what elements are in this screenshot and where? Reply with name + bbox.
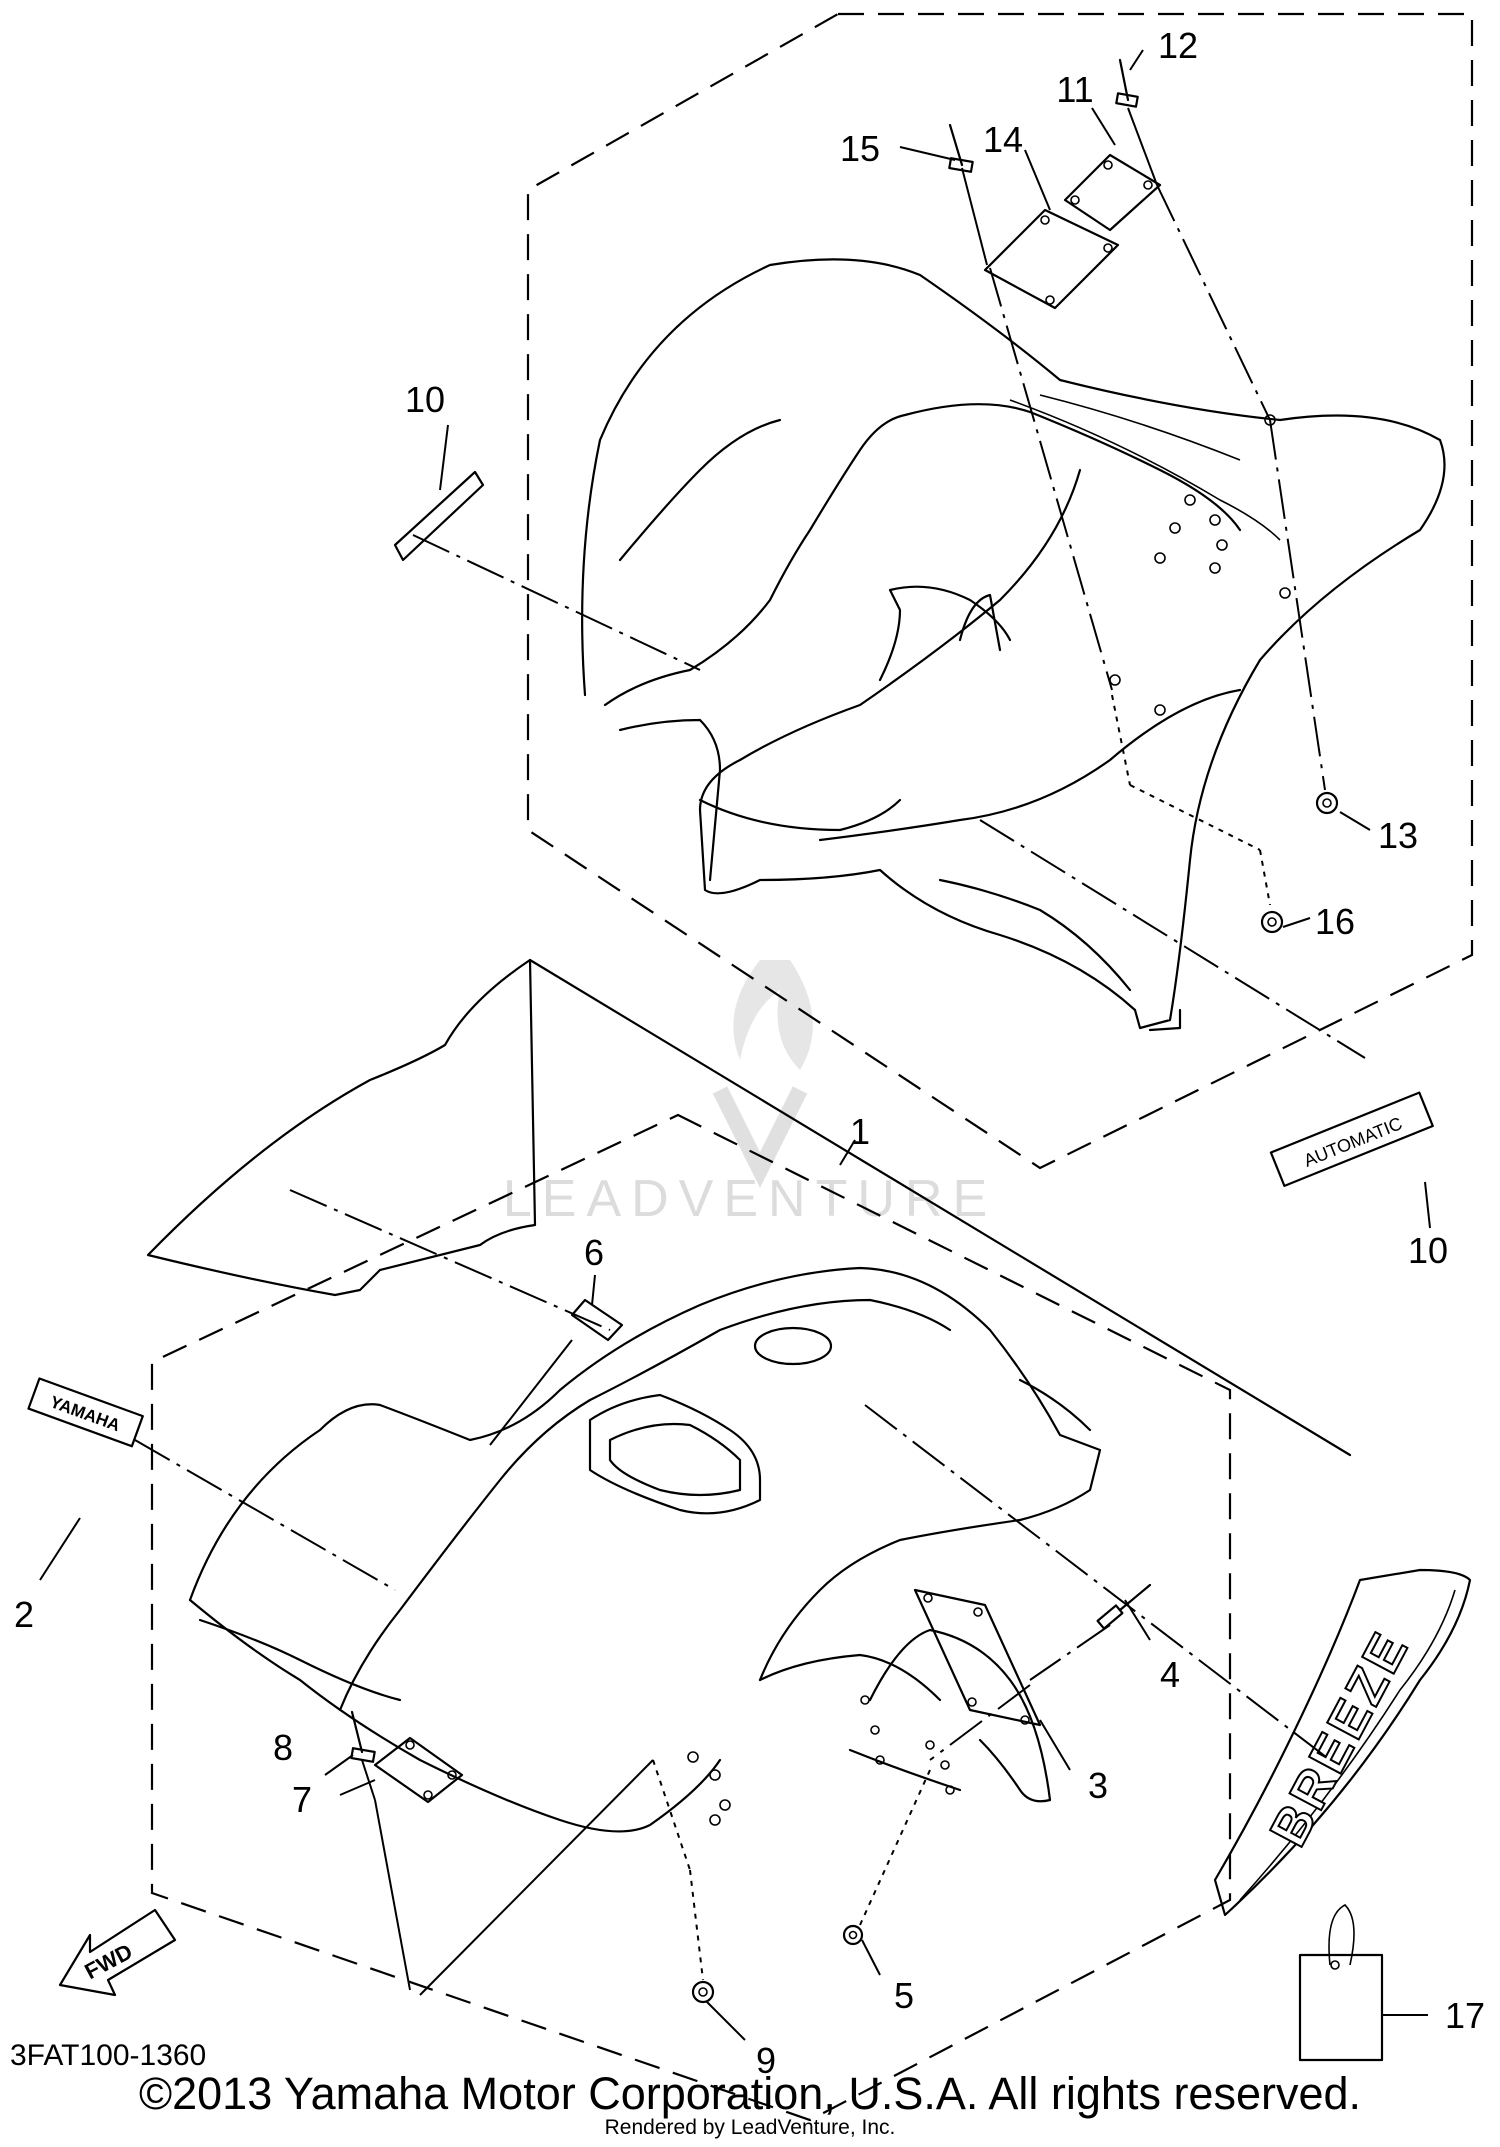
rear-fender-base: [581, 258, 1446, 1032]
seat-panel-1: [146, 958, 1352, 1457]
callout-8[interactable]: 8: [273, 1727, 293, 1768]
plate-11: [1063, 153, 1162, 232]
washer-13: [1315, 791, 1339, 815]
automatic-decal: AUTOMATIC: [1269, 1091, 1434, 1188]
watermark: LEADVENTURE: [503, 960, 997, 1228]
callout-9[interactable]: 9: [756, 2040, 776, 2081]
decal-6: [570, 1298, 624, 1342]
fender-holes-lower: [687, 1695, 955, 1826]
fwd-arrow-text: FWD: [80, 1939, 136, 1985]
plate-3: [913, 1588, 1042, 1727]
upper-assembly-boundary: [526, 12, 1474, 1170]
automatic-decal-text: AUTOMATIC: [1301, 1113, 1405, 1171]
bolt-12: [1115, 58, 1139, 108]
yamaha-decal: YAMAHA: [27, 1377, 144, 1448]
callout-leaders: [39, 49, 1431, 2041]
tag-17: [1298, 1904, 1384, 2062]
callout-13[interactable]: 13: [1378, 815, 1418, 856]
rendered-by-credit: Rendered by LeadVenture, Inc.: [604, 2116, 896, 2139]
bolt-8: [350, 1710, 376, 1763]
reference-lines: [134, 107, 1366, 1996]
callout-14[interactable]: 14: [983, 119, 1023, 160]
lower-assembly-boundary: [150, 1113, 1232, 2122]
breeze-decal-text: BREEZE: [1259, 1621, 1421, 1856]
callout-6[interactable]: 6: [584, 1232, 604, 1273]
watermark-text: LEADVENTURE: [503, 1170, 997, 1228]
washer-5: [842, 1924, 864, 1946]
copyright-notice: ©2013 Yamaha Motor Corporation, U.S.A. A…: [138, 2068, 1362, 2119]
fwd-arrow-icon: FWD: [58, 1908, 177, 1997]
diagram-code: 3FAT100-1360: [10, 2039, 206, 2072]
callout-3[interactable]: 3: [1088, 1765, 1108, 1806]
breeze-decal: BREEZE: [1213, 1568, 1472, 1917]
washer-16: [1260, 910, 1284, 934]
callout-15[interactable]: 15: [840, 128, 880, 169]
callout-2[interactable]: 2: [14, 1594, 34, 1635]
plate-14: [983, 208, 1120, 310]
callout-labels: 1 2 3 4 5 6 7 8 9 10 10 11 12 13 14 15 1…: [14, 25, 1485, 2081]
callout-4[interactable]: 4: [1160, 1654, 1180, 1695]
fender-mounting-holes: [1109, 414, 1291, 716]
washer-9: [691, 1980, 715, 2004]
bolt-15: [948, 123, 974, 173]
plate-7: [373, 1736, 464, 1804]
callout-11[interactable]: 11: [1056, 69, 1093, 110]
decal-10-strip: [393, 470, 485, 562]
callout-7[interactable]: 7: [292, 1779, 312, 1820]
callout-5[interactable]: 5: [894, 1975, 914, 2016]
callout-10-right[interactable]: 10: [1408, 1230, 1448, 1271]
front-fender: [188, 1266, 1102, 1833]
callout-17[interactable]: 17: [1445, 1995, 1485, 2036]
bolt-4: [1096, 1583, 1152, 1630]
callout-1[interactable]: 1: [850, 1111, 870, 1152]
callout-10-top[interactable]: 10: [405, 379, 445, 420]
callout-16[interactable]: 16: [1315, 901, 1355, 942]
callout-12[interactable]: 12: [1158, 25, 1198, 66]
